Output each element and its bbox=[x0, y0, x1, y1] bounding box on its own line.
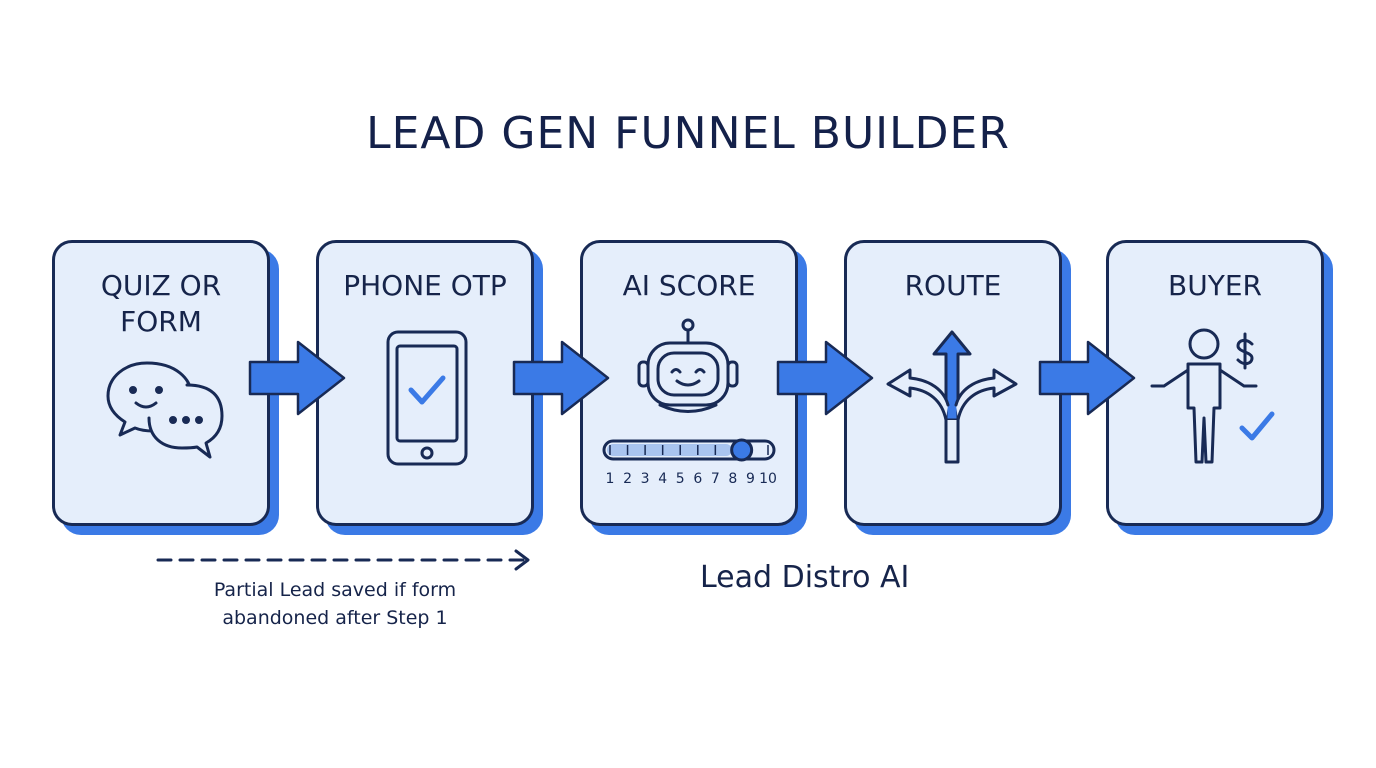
connector-arrow-4 bbox=[1038, 340, 1136, 416]
step-quiz-or-form: QUIZ OR FORM bbox=[52, 240, 279, 535]
connector-arrow-3 bbox=[776, 340, 874, 416]
card bbox=[316, 240, 534, 526]
step-label: PHONE OTP bbox=[316, 268, 534, 304]
scale-label: 1 bbox=[606, 471, 615, 487]
partial-lead-note: Partial Lead saved if form abandoned aft… bbox=[170, 576, 500, 632]
partial-lead-note-line1: Partial Lead saved if form bbox=[213, 579, 457, 601]
scale-label: 6 bbox=[693, 471, 702, 487]
scale-label: 10 bbox=[759, 471, 777, 487]
step-phone-otp: PHONE OTP bbox=[316, 240, 543, 535]
score-slider bbox=[602, 438, 776, 462]
scale-label: 3 bbox=[641, 471, 650, 487]
connector-arrow-2 bbox=[512, 340, 610, 416]
step-label-line1: ROUTE bbox=[904, 269, 1002, 302]
card bbox=[1106, 240, 1324, 526]
diagram-title: LEAD GEN FUNNEL BUILDER bbox=[366, 108, 1010, 159]
step-buyer: BUYER bbox=[1106, 240, 1333, 535]
scale-label: 7 bbox=[711, 471, 720, 487]
step-label-line2: FORM bbox=[120, 305, 202, 338]
step-label-line1: AI SCORE bbox=[622, 269, 756, 302]
scale-label: 5 bbox=[676, 471, 685, 487]
scale-label: 9 bbox=[746, 471, 755, 487]
step-label-line1: BUYER bbox=[1168, 269, 1262, 302]
step-label-line1: PHONE OTP bbox=[343, 269, 507, 302]
partial-lead-note-line2: abandoned after Step 1 bbox=[222, 607, 448, 629]
phone-check-icon bbox=[386, 330, 468, 466]
step-label: QUIZ OR FORM bbox=[52, 268, 270, 340]
scale-label: 2 bbox=[623, 471, 632, 487]
step-label-line1: QUIZ OR bbox=[100, 269, 222, 302]
slider-knob bbox=[730, 438, 754, 462]
buyer-dollar-icon bbox=[1150, 328, 1275, 464]
chat-bubbles-icon bbox=[106, 361, 224, 459]
step-label: ROUTE bbox=[844, 268, 1062, 304]
step-label: AI SCORE bbox=[580, 268, 798, 304]
brand-name: Lead Distro AI bbox=[700, 560, 910, 595]
connector-arrow-1 bbox=[248, 340, 346, 416]
step-route: ROUTE bbox=[844, 240, 1071, 535]
scale-label: 4 bbox=[658, 471, 667, 487]
step-label: BUYER bbox=[1106, 268, 1324, 304]
partial-lead-dashed-arrow bbox=[156, 549, 530, 571]
route-arrows-icon bbox=[886, 330, 1018, 464]
scale-label: 8 bbox=[728, 471, 737, 487]
